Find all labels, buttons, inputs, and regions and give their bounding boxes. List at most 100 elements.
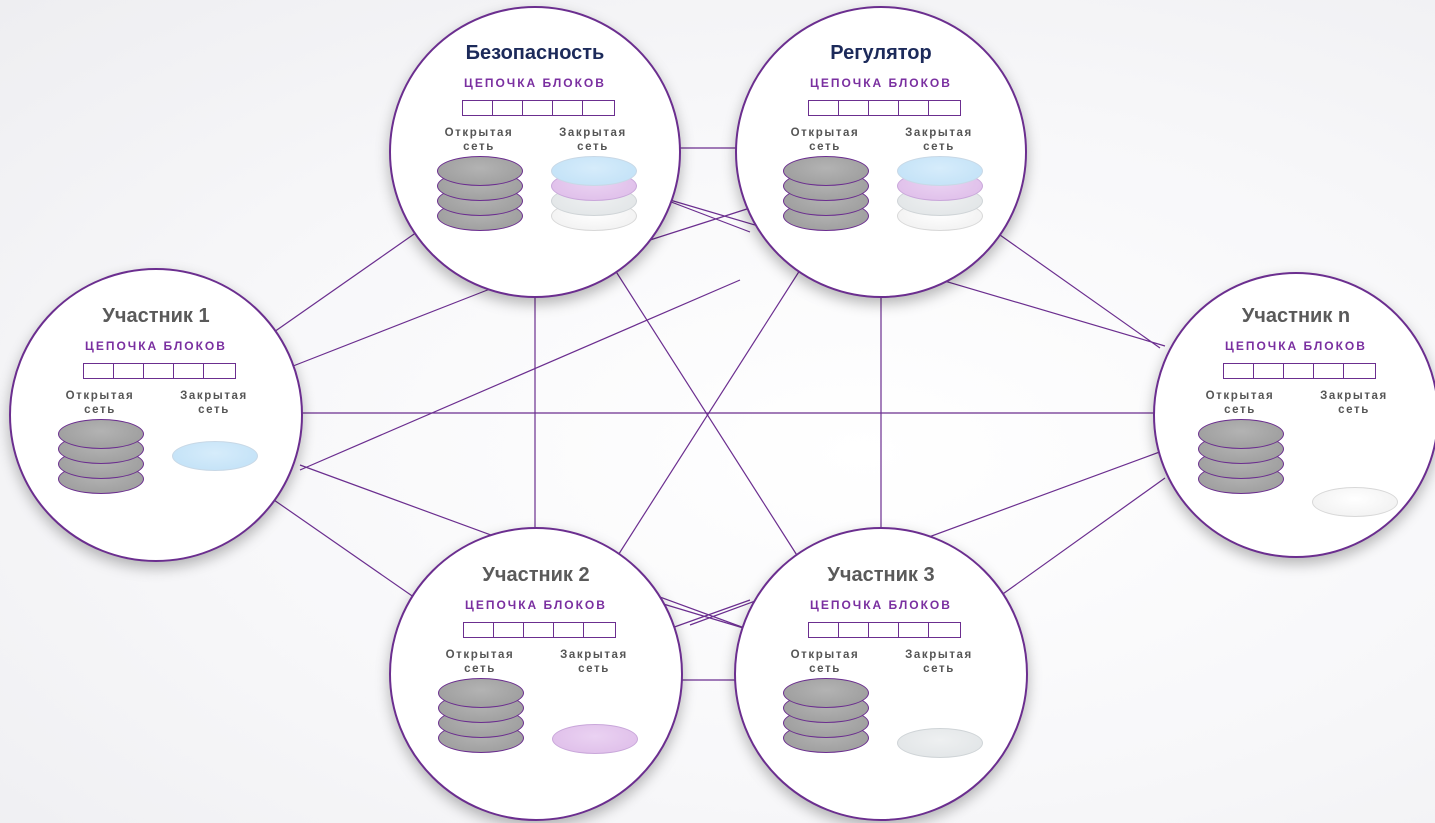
block (553, 101, 583, 115)
disk-layer (897, 728, 983, 758)
block (809, 101, 839, 115)
disk-layer (783, 678, 869, 708)
block (204, 364, 234, 378)
blockchain-blocks (462, 100, 615, 116)
block (899, 101, 929, 115)
disk-layer (897, 156, 983, 186)
node-participant-3: Участник 3 ЦЕПОЧКА БЛОКОВ Открытая сеть Зак… (734, 527, 1028, 821)
block (584, 623, 614, 637)
block (84, 364, 114, 378)
open-network-label: Открытая сеть (65, 390, 135, 416)
block (523, 101, 553, 115)
block (1224, 364, 1254, 378)
disk-layer (783, 156, 869, 186)
closed-network-label: Закрытая сеть (1320, 390, 1388, 416)
block (1344, 364, 1374, 378)
node-title: Участник n (1241, 305, 1351, 327)
closed-network-label: Закрытая сеть (905, 127, 973, 153)
block (463, 101, 493, 115)
block (464, 623, 494, 637)
blockchain-label: ЦЕПОЧКА БЛОКОВ (1225, 339, 1367, 353)
block (929, 623, 959, 637)
block (174, 364, 204, 378)
block (114, 364, 144, 378)
block (493, 101, 523, 115)
blockchain-label: ЦЕПОЧКА БЛОКОВ (810, 598, 952, 612)
connection-line-regulator-participant-n (999, 234, 1161, 349)
block (494, 623, 524, 637)
connection-line-security-regulator (665, 199, 751, 233)
block (839, 101, 869, 115)
disk-layer (438, 678, 524, 708)
connection-line-regulator-participant-2 (299, 279, 741, 471)
block (869, 623, 899, 637)
blockchain-blocks (83, 363, 236, 379)
disk-layer (551, 156, 637, 186)
open-network-label: Открытая сеть (445, 649, 515, 675)
closed-network-label: Закрытая сеть (180, 390, 248, 416)
closed-network-database-icon (1312, 465, 1398, 545)
node-participant-n: Участник n ЦЕПОЧКА БЛОКОВ Открытая сеть Зак… (1153, 272, 1435, 558)
disk-layer (1312, 487, 1398, 517)
disk-layer (1198, 419, 1284, 449)
open-network-label: Открытая сеть (444, 127, 514, 153)
open-network-label: Открытая сеть (790, 649, 860, 675)
block (1254, 364, 1284, 378)
closed-network-label: Закрытая сеть (905, 649, 973, 675)
open-network-label: Открытая сеть (1205, 390, 1275, 416)
closed-network-database-icon (552, 702, 638, 782)
open-network-database-icon (1198, 419, 1284, 499)
disk-layer (172, 441, 258, 471)
block (839, 623, 869, 637)
block (929, 101, 959, 115)
open-network-label: Открытая сеть (790, 127, 860, 153)
connection-line-participant-2-participant-3 (649, 599, 751, 631)
disk-layer (552, 724, 638, 754)
node-title: Регулятор (830, 42, 932, 64)
blockchain-blocks (808, 100, 961, 116)
node-title: Участник 1 (102, 305, 210, 327)
node-title: Участник 3 (827, 564, 935, 586)
connection-line-regulator-participant-1 (614, 269, 801, 561)
block (1314, 364, 1344, 378)
open-network-database-icon (437, 156, 523, 236)
closed-network-label: Закрытая сеть (559, 127, 627, 153)
disk-layer (58, 419, 144, 449)
connection-line-security-participant-1 (273, 231, 418, 333)
block (809, 623, 839, 637)
blockchain-label: ЦЕПОЧКА БЛОКОВ (85, 339, 227, 353)
blockchain-blocks (463, 622, 616, 638)
closed-network-database-icon (897, 156, 983, 236)
block (583, 101, 613, 115)
closed-network-database-icon (897, 706, 983, 786)
open-network-database-icon (783, 678, 869, 758)
block (1284, 364, 1314, 378)
node-title: Безопасность (465, 42, 605, 64)
node-title: Участник 2 (482, 564, 590, 586)
blockchain-label: ЦЕПОЧКА БЛОКОВ (465, 598, 607, 612)
open-network-database-icon (58, 419, 144, 499)
open-network-database-icon (783, 156, 869, 236)
closed-network-label: Закрытая сеть (560, 649, 628, 675)
block (554, 623, 584, 637)
blockchain-blocks (808, 622, 961, 638)
block (144, 364, 174, 378)
block (869, 101, 899, 115)
connection-line-security-regulator (649, 207, 751, 241)
open-network-database-icon (438, 678, 524, 758)
connection-line-participant-1-participant-2 (273, 499, 419, 601)
node-participant-1: Участник 1 ЦЕПОЧКА БЛОКОВ Открытая сеть Зак… (9, 268, 303, 562)
closed-network-database-icon (172, 419, 258, 499)
node-participant-2: Участник 2 ЦЕПОЧКА БЛОКОВ Открытая сеть Зак… (389, 527, 683, 821)
closed-network-database-icon (551, 156, 637, 236)
connection-line-participant-3-participant-n (999, 477, 1166, 597)
blockchain-label: ЦЕПОЧКА БЛОКОВ (810, 76, 952, 90)
connection-line-participant-2-participant-3 (665, 599, 751, 631)
connection-line-security-participant-1 (287, 288, 491, 369)
disk-layer (437, 156, 523, 186)
blockchain-label: ЦЕПОЧКА БЛОКОВ (464, 76, 606, 90)
block (899, 623, 929, 637)
block (524, 623, 554, 637)
blockchain-blocks (1223, 363, 1376, 379)
